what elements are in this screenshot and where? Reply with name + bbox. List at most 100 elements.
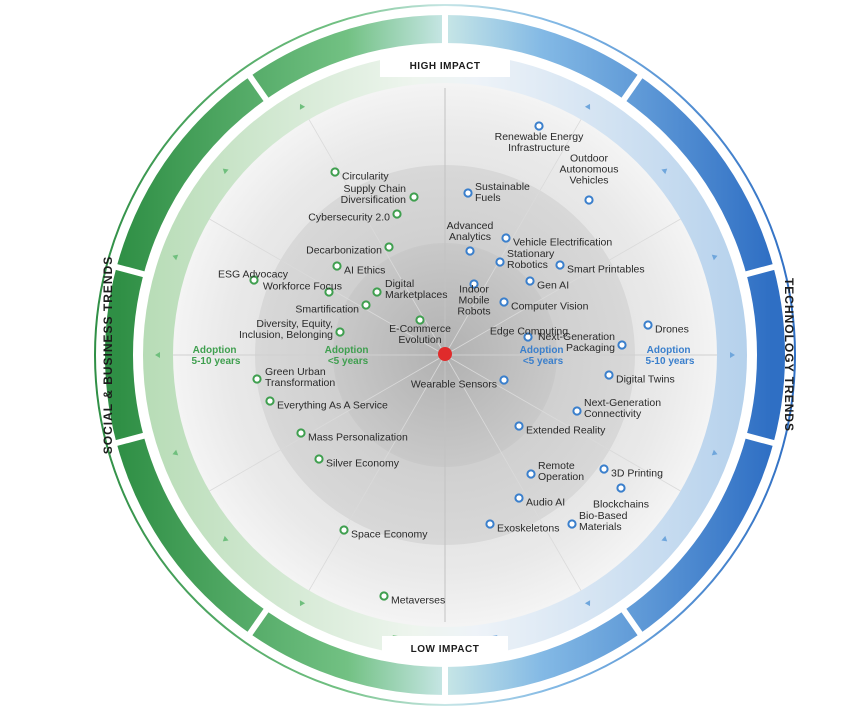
ring-gap [619, 72, 645, 104]
trend-space-economy: Space Economy [339, 525, 428, 541]
trend-computer-vision: Computer Vision [499, 297, 589, 313]
band-arrow [711, 254, 718, 261]
trend-marker [555, 260, 565, 270]
trend-label: Metaverses [391, 595, 445, 607]
trend-label: Blockchains [593, 499, 649, 511]
radial-line [444, 354, 582, 591]
center-point [438, 347, 452, 361]
high-impact-label: HIGH IMPACT [410, 61, 481, 72]
ring-gap [742, 263, 778, 278]
trend-mass-personalization: Mass Personalization [296, 428, 408, 444]
trend-marker [324, 287, 334, 297]
trend-marker [379, 591, 389, 601]
trend-marker [296, 428, 306, 438]
band-arrow [584, 103, 591, 110]
trend-marker [572, 406, 582, 416]
ring-gap [245, 606, 271, 638]
ring-gap [742, 432, 778, 447]
trend-metaverses: Metaverses [379, 591, 445, 607]
trend-label: Workforce Focus [263, 281, 342, 293]
adoption-left-outer: Adoption 5-10 years [192, 345, 241, 367]
trend-marker [469, 279, 479, 289]
trend-label: Extended Reality [526, 425, 606, 437]
trend-marker [604, 370, 614, 380]
trend-marker [409, 192, 419, 202]
trend-label: Drones [655, 324, 689, 336]
trend-marker [617, 340, 627, 350]
radial-line [444, 354, 681, 492]
trend-marker [372, 287, 382, 297]
technology-trends-label: TECHNOLOGY TRENDS [782, 278, 796, 432]
radial-line [209, 218, 446, 356]
trend-marker [335, 327, 345, 337]
trend-label: Gen AI [537, 280, 569, 292]
trend-exoskeletons: Exoskeletons [485, 519, 559, 535]
trend-label: Edge Computing [490, 326, 568, 338]
band-arrow [299, 103, 306, 110]
band-arrow [299, 600, 306, 607]
trend-marker [314, 454, 324, 464]
trend-marker [361, 300, 371, 310]
trend-wearable-sensors: Wearable Sensors [411, 375, 509, 391]
trend-label: Mass Personalization [308, 432, 408, 444]
high-impact-header: HIGH IMPACT [380, 53, 510, 77]
trend-label: Exoskeletons [497, 523, 559, 535]
trend-marker [534, 121, 544, 131]
ring-segment-gaps [112, 12, 778, 698]
trend-marker [599, 464, 609, 474]
band-arrow [661, 535, 668, 542]
trend-marker [525, 276, 535, 286]
adoption-right-inner: Adoption <5 years [520, 345, 567, 367]
trend-marker [249, 275, 259, 285]
band-arrow [172, 449, 179, 456]
trend-marker [499, 297, 509, 307]
trend-label: Decarbonization [306, 245, 382, 257]
trend-marker [465, 246, 475, 256]
social-business-trends-label: SOCIAL & BUSINESS TRENDS [101, 256, 115, 454]
trend-label: Digital Twins [616, 374, 675, 386]
trend-drones: Drones [643, 320, 689, 336]
trend-label: Space Economy [351, 529, 428, 541]
trend-label: Silver Economy [326, 458, 400, 470]
trend-marker [514, 421, 524, 431]
outer-thin-ring [94, 4, 796, 706]
trend-marker [463, 188, 473, 198]
radial-line [308, 119, 446, 356]
trend-marker [643, 320, 653, 330]
trend-gen-ai: Gen AI [525, 276, 569, 292]
trend-marker [252, 374, 262, 384]
trend-marker [495, 257, 505, 267]
band-arrow [661, 168, 668, 175]
trend-ai-ethics: AI Ethics [332, 261, 385, 277]
band-arrow [172, 254, 179, 261]
band-arrow [584, 600, 591, 607]
trend-label: Wearable Sensors [411, 379, 497, 391]
trend-marker [526, 469, 536, 479]
trend-marker [567, 519, 577, 529]
trend-marker [616, 483, 626, 493]
trend-vehicle-electrification: Vehicle Electrification [501, 233, 612, 249]
trend-marker [415, 315, 425, 325]
trend-edge-computing: Edge Computing [490, 326, 568, 342]
trend-workforce-focus: Workforce Focus [263, 281, 342, 297]
trend-label: ESG Advocacy [218, 269, 289, 281]
trend-marker [523, 332, 533, 342]
